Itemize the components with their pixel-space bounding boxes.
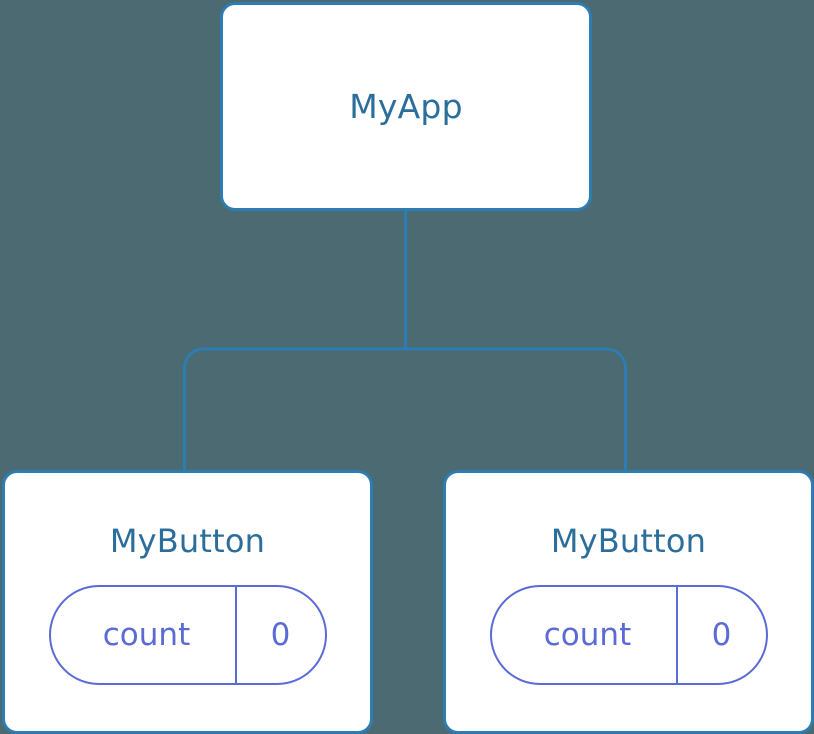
node-myapp[interactable]: MyApp: [220, 2, 592, 211]
state-badge-count-left[interactable]: count 0: [48, 585, 327, 685]
state-key-label: count: [102, 616, 191, 653]
state-key-label: count: [543, 616, 632, 653]
state-value-label: 0: [675, 587, 766, 683]
edge-branch-left: [183, 347, 406, 472]
node-mybutton-right-title: MyButton: [550, 522, 707, 560]
state-value-label: 0: [234, 587, 325, 683]
node-myapp-title: MyApp: [349, 87, 463, 126]
node-mybutton-right[interactable]: MyButton count 0: [443, 470, 814, 734]
node-mybutton-left[interactable]: MyButton count 0: [2, 470, 373, 734]
node-mybutton-left-title: MyButton: [109, 522, 266, 560]
edge-branch-right: [405, 347, 627, 472]
state-badge-count-right[interactable]: count 0: [489, 585, 768, 685]
